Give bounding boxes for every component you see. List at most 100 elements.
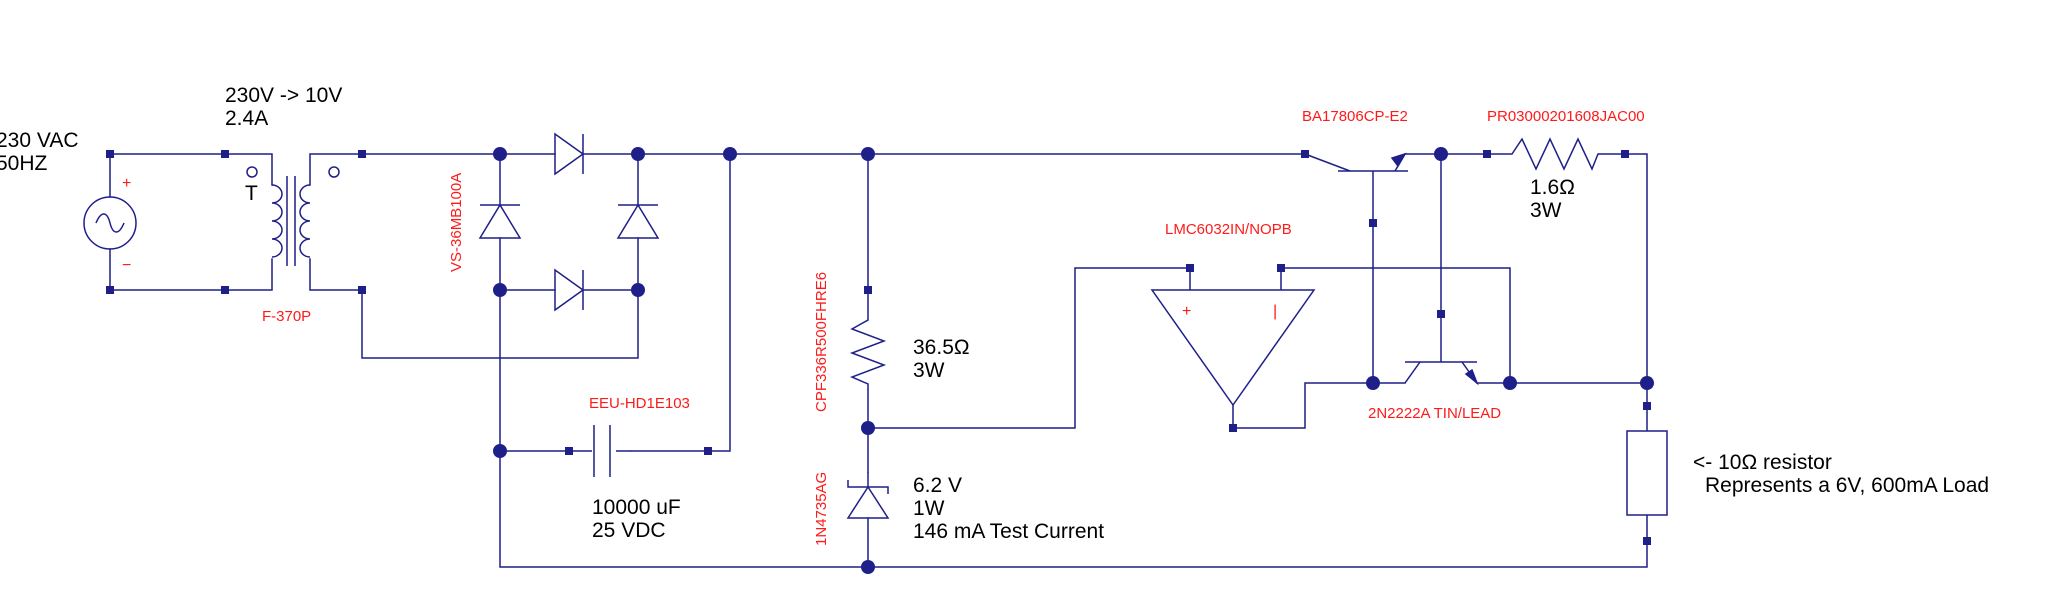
opamp-plus-sign: + [1182,303,1191,320]
junction-node [1434,147,1448,161]
transformer-designator: T [245,182,258,205]
pin-marker [1437,310,1445,318]
wire-opamp-inverting [1280,267,1511,384]
pin-marker [1643,537,1651,545]
junction-node [493,283,507,297]
source-minus-sign: − [122,257,131,274]
source-plus-sign: + [122,175,131,192]
sense-resistor-zigzag-icon [1487,137,1625,171]
pin-marker [106,286,114,294]
junction-node [631,283,645,297]
pin-marker [704,447,712,455]
wire-source-primary [109,153,226,291]
load-resistor-box-icon [1626,430,1668,516]
pin-marker [1483,150,1491,158]
capacitor-voltage: 25 VDC [592,519,666,542]
load-label-line2: Represents a 6V, 600mA Load [1705,474,1989,497]
pin-marker [358,286,366,294]
limit-transistor: 2N2222A TIN/LEAD [1368,314,1501,422]
pin-marker [1229,424,1237,432]
junction-node [493,444,507,458]
ac-source: + − 230 VAC 50HZ [0,129,137,274]
sine-wave-icon [95,213,125,233]
pass-transistor-part-number: BA17806CP-E2 [1302,108,1408,125]
junction-node [723,147,737,161]
wire-primary-stubs [224,153,273,291]
source-frequency-label: 50HZ [0,152,48,175]
zener-voltage: 6.2 V [913,474,962,497]
limit-transistor-arrow-icon [1464,368,1479,386]
wire-ground-rail [499,289,1648,568]
junction-node [1366,376,1380,390]
zener-triangle-icon [846,485,890,519]
pin-marker [1621,150,1629,158]
transformer-rating-1: 230V -> 10V [225,84,342,107]
zener-test-current: 146 mA Test Current [913,520,1104,543]
sense-resistor: PR03000201608JAC00 1.6Ω 3W [1487,108,1645,222]
pass-transistor-collector-emitter [1304,153,1406,172]
diode-bottom-icon [554,268,585,312]
pin-marker [565,447,573,455]
sense-resistor-power: 3W [1530,199,1562,222]
diode-right-icon [616,203,660,239]
transformer: 230V -> 10V 2.4A T F-370P [225,84,342,325]
bias-resistor-power: 3W [913,359,945,382]
wire-secondary-stubs [309,153,363,291]
junction-node [1503,376,1517,390]
pin-marker [358,150,366,158]
opamp-part-number: LMC6032IN/NOPB [1165,221,1292,238]
transformer-part-number: F-370P [262,308,311,325]
pin-markers [106,150,1651,545]
wire-reference-to-opamp [867,267,1191,429]
pin-marker [106,150,114,158]
junction-node [631,147,645,161]
secondary-dot [328,166,340,178]
bias-resistor-part-number: CPF336R500FHRE6 [813,272,830,412]
rectifier-part-number: VS-36MB100A [448,173,465,272]
pass-transistor-arrow-icon [1390,152,1407,168]
resistor-zigzag-icon [849,290,887,390]
zener-power: 1W [913,497,945,520]
limit-transistor-collector-emitter [1404,361,1478,384]
pin-marker [221,286,229,294]
filter-capacitor: EEU-HD1E103 10000 uF 25 VDC [569,395,690,542]
bias-resistor-value: 36.5Ω [913,336,970,359]
wire-opamp-output [1232,382,1374,429]
opamp-leads [1189,268,1282,428]
junction-node [1640,376,1654,390]
bias-resistor: CPF336R500FHRE6 36.5Ω 3W [813,272,970,412]
pin-marker [1301,150,1309,158]
opamp-triangle-icon [1150,289,1316,407]
load-resistor: <- 10Ω resistor Represents a 6V, 600mA L… [1626,406,1989,541]
sense-resistor-part-number: PR03000201608JAC00 [1487,108,1645,125]
pass-transistor: BA17806CP-E2 [1302,108,1408,223]
primary-dot [246,166,258,178]
junction-node [861,147,875,161]
sense-resistor-value: 1.6Ω [1530,176,1575,199]
junction-node [493,147,507,161]
capacitor-part-number: EEU-HD1E103 [589,395,690,412]
wires [109,153,1648,568]
opamp-minus-sign: | [1273,303,1277,320]
bridge-rectifier: VS-36MB100A [448,132,660,312]
zener-diode: 1N4735AG 6.2 V 1W 146 mA Test Current [813,472,1104,546]
load-label-line1: <- 10Ω resistor [1693,451,1832,474]
wire-capacitor-branch [499,153,731,452]
wire-output-rail [1624,153,1648,407]
opamp: + | LMC6032IN/NOPB [1150,221,1316,428]
diode-top-icon [554,132,585,176]
pin-marker [1369,219,1377,227]
cap-gap [592,425,616,477]
pin-marker [1277,264,1285,272]
pin-marker [1643,402,1651,410]
pin-marker [864,286,872,294]
transformer-core [286,176,296,266]
zener-part-number: 1N4735AG [813,472,830,546]
limit-transistor-part-number: 2N2222A TIN/LEAD [1368,405,1501,422]
pin-marker [221,150,229,158]
transformer-rating-2: 2.4A [225,107,268,130]
pin-marker [1186,264,1194,272]
transformer-secondary-coil [299,184,311,258]
ac-source-circle [83,196,137,250]
capacitor-value: 10000 uF [592,496,681,519]
